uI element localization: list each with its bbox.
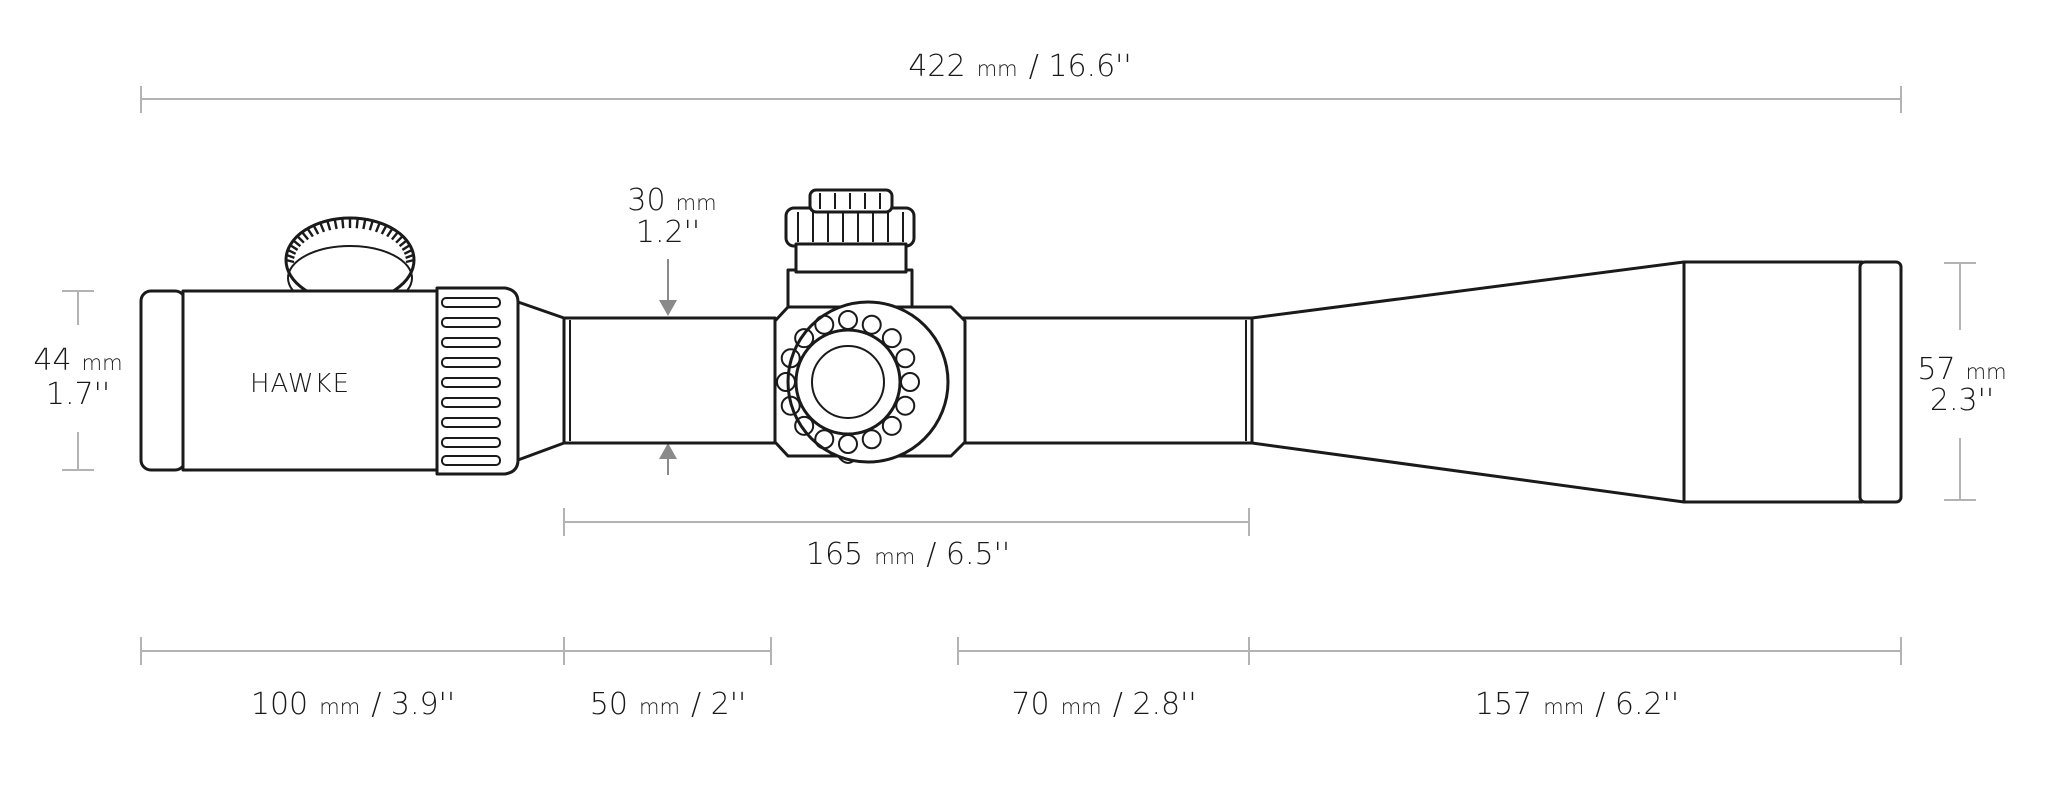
tube-diameter-mm: 30 [627,183,665,218]
segment-tube-rear-unit: mm [639,695,680,719]
main-tube-rear [562,316,777,445]
tube-diameter-unit: mm [676,191,717,215]
objective-diameter-unit: mm [1966,360,2007,384]
objective-housing [1682,260,1864,504]
eyepiece-rim [139,289,187,472]
riflescope-drawing: HAWKE [139,188,1903,504]
mount-length-unit: mm [874,545,915,569]
segment-eyepiece-mm: 100 [251,687,308,722]
segment-eyepiece-inch: / 3.9'' [371,687,455,722]
brand-logo: HAWKE [250,369,350,399]
eyepiece-diameter-unit: mm [82,351,123,375]
elevation-turret-neck [794,242,908,274]
objective-diameter-mm-label: 57 mm [1917,352,2006,387]
eyepiece-diameter-dimension: 44 mm 1.7'' [33,290,123,471]
tube-diameter-dimension: 30 mm 1.2'' [627,183,717,475]
segment-objective-inch: / 6.2'' [1595,687,1679,722]
segment-objective-mm: 157 [1475,687,1532,722]
elevation-turret-cap [784,206,916,248]
overall-length-inch: / 16.6'' [1029,49,1132,84]
tube-diameter-mm-label: 30 mm [627,183,716,218]
eyepiece-diameter-inch: 1.7'' [46,377,110,412]
tube-arrow-top-head [659,300,677,316]
mount-length-label: 165 mm / 6.5'' [806,537,1010,572]
tube-arrow-bottom-head [659,443,677,459]
objective-diameter-inch: 2.3'' [1930,383,1994,418]
eyepiece-diameter-mm-label: 44 mm [33,343,122,378]
tube-diameter-inch: 1.2'' [636,215,700,250]
segment-tube-front-mm: 70 [1011,687,1049,722]
mount-length-mm: 165 [806,537,863,572]
segment-eyepiece-unit: mm [319,695,360,719]
elevation-turret-ribs [797,193,904,242]
main-tube-front [955,316,1254,445]
overall-length-mm: 422 [908,49,965,84]
overall-length-label: 422 mm / 16.6'' [908,49,1131,84]
objective-diameter-mm: 57 [1917,352,1955,387]
mount-length-dimension: 165 mm / 6.5'' [563,508,1250,572]
objective-diameter-dimension: 57 mm 2.3'' [1917,262,2007,501]
segment-objective-unit: mm [1543,695,1584,719]
windage-cap-inner [811,345,885,419]
overall-length-unit: mm [977,57,1018,81]
segment-eyepiece-label: 100 mm / 3.9'' [251,687,455,722]
segment-dimensions: 100 mm / 3.9'' 50 mm / 2'' 70 mm / 2.8''… [140,637,1902,722]
eyepiece-body [181,289,441,472]
segment-tube-rear-inch: / 2'' [691,687,746,722]
power-ring-ribs [441,297,501,466]
segment-tube-rear-label: 50 mm / 2'' [590,687,747,722]
objective-rim [1858,260,1903,504]
segment-objective-label: 157 mm / 6.2'' [1475,687,1679,722]
overall-length-dimension: 422 mm / 16.6'' [140,49,1902,113]
segment-tube-front-label: 70 mm / 2.8'' [1011,687,1196,722]
eyepiece-taper [516,300,566,462]
mount-length-inch: / 6.5'' [926,537,1010,572]
elevation-turret [784,188,916,314]
segment-tube-front-unit: mm [1061,695,1102,719]
segment-tube-rear-mm: 50 [590,687,628,722]
eyepiece-diameter-mm: 44 [33,343,71,378]
segment-tube-front-inch: / 2.8'' [1113,687,1197,722]
windage-turret [776,300,950,464]
objective-bell [1250,260,1686,504]
